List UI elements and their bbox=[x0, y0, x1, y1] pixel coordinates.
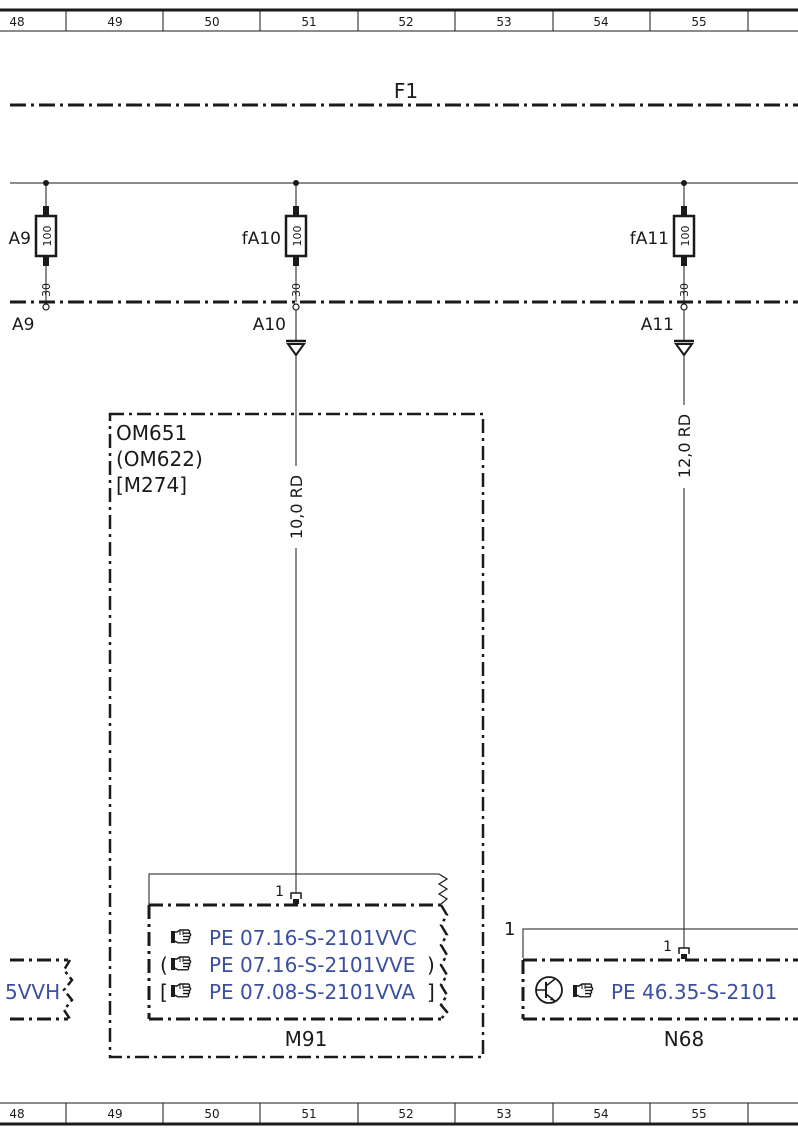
m91-ref-link-2[interactable]: PE 07.16-S-2101VVE bbox=[209, 953, 415, 977]
terminal-label: A10 bbox=[253, 315, 286, 335]
terminal-label: A11 bbox=[641, 315, 674, 335]
grid-col-54: 54 bbox=[593, 1107, 608, 1121]
grid-col-48: 48 bbox=[9, 15, 24, 29]
grid-col-52: 52 bbox=[398, 1107, 413, 1121]
hand-pointer-icon bbox=[170, 983, 192, 998]
engine-variant-1: OM651 bbox=[116, 421, 187, 445]
page-title: F1 bbox=[394, 79, 418, 103]
n68-pin: 1 bbox=[663, 939, 672, 955]
f1-boundary: F1 bbox=[10, 79, 798, 304]
grid-col-51: 51 bbox=[301, 15, 316, 29]
m91-ref-link-1[interactable]: PE 07.16-S-2101VVC bbox=[209, 926, 417, 950]
grid-col-48: 48 bbox=[9, 1107, 24, 1121]
grid-col-50: 50 bbox=[204, 1107, 219, 1121]
n68-label: N68 bbox=[664, 1027, 704, 1051]
grid-col-55: 55 bbox=[691, 15, 706, 29]
grid-col-50: 50 bbox=[204, 15, 219, 29]
fuse-rating: 100 bbox=[41, 226, 54, 247]
fuse-a9: 100 30 A9 A9 bbox=[9, 183, 58, 335]
n68-outer-pin: 1 bbox=[504, 919, 515, 940]
wire-10-rd: 10,0 RD bbox=[287, 355, 306, 893]
hand-pointer-icon bbox=[572, 983, 594, 998]
hand-pointer-icon bbox=[170, 929, 192, 944]
m91-bracket-open: [ bbox=[160, 980, 168, 1004]
hand-pointer-icon bbox=[170, 956, 192, 971]
grid-col-53: 53 bbox=[496, 15, 511, 29]
wire-12-rd: 12,0 RD bbox=[675, 355, 694, 948]
component-m91: 1 PE 07.16-S-2101VVC ( PE 07.16-S-2101VV… bbox=[147, 873, 449, 1051]
m91-paren-close: ) bbox=[427, 953, 435, 977]
fuse-rating: 100 bbox=[291, 226, 304, 247]
component-n68: 1 1 PE 46.35-S-2101 N68 bbox=[504, 919, 798, 1051]
engine-variant-box: OM651 (OM622) [M274] bbox=[108, 412, 485, 1059]
fuse-fa11: 100 30 fA11 A11 bbox=[630, 183, 696, 357]
grid-top: 48 49 50 51 52 53 54 55 bbox=[0, 8, 798, 32]
grid-col-55: 55 bbox=[691, 1107, 706, 1121]
grid-bottom: 48 49 50 51 52 53 54 55 bbox=[0, 1102, 798, 1126]
m91-ref-link-3[interactable]: PE 07.08-S-2101VVA bbox=[209, 980, 415, 1004]
grid-col-49: 49 bbox=[107, 15, 122, 29]
grid-col-52: 52 bbox=[398, 15, 413, 29]
m91-bracket-close: ] bbox=[427, 980, 435, 1004]
transistor-icon bbox=[535, 976, 563, 1004]
wire-label: 10,0 RD bbox=[287, 475, 306, 539]
bus-bar bbox=[10, 180, 798, 186]
fuse-pin: 30 bbox=[40, 283, 53, 297]
m91-paren-open: ( bbox=[160, 953, 168, 977]
n68-ref-link[interactable]: PE 46.35-S-2101 bbox=[611, 980, 777, 1004]
fuse-rating: 100 bbox=[679, 226, 692, 247]
fuse-pin: 30 bbox=[290, 283, 303, 297]
grid-col-51: 51 bbox=[301, 1107, 316, 1121]
component-left-fragment: 5VVH bbox=[5, 958, 74, 1021]
wire-label: 12,0 RD bbox=[675, 414, 694, 478]
fuse-fa10: 100 30 fA10 A10 bbox=[242, 183, 308, 357]
fuse-label: fA10 bbox=[242, 229, 281, 249]
fuse-pin: 30 bbox=[678, 283, 691, 297]
grid-col-54: 54 bbox=[593, 15, 608, 29]
fuse-label: A9 bbox=[9, 229, 31, 249]
grid-col-53: 53 bbox=[496, 1107, 511, 1121]
engine-variant-2: (OM622) bbox=[116, 447, 203, 471]
m91-pin: 1 bbox=[275, 884, 284, 900]
left-fragment-ref-link[interactable]: 5VVH bbox=[5, 980, 60, 1004]
fuse-label: fA11 bbox=[630, 229, 669, 249]
terminal-label: A9 bbox=[12, 315, 34, 335]
m91-label: M91 bbox=[285, 1027, 328, 1051]
grid-col-49: 49 bbox=[107, 1107, 122, 1121]
engine-variant-3: [M274] bbox=[116, 473, 187, 497]
